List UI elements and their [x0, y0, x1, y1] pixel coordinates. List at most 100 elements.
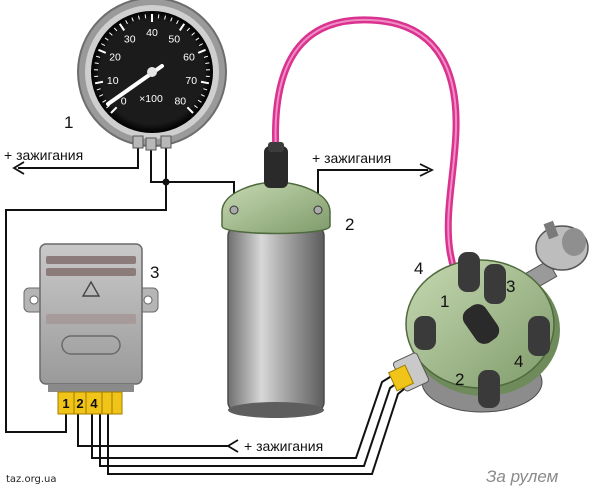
cylinder-label-3: 3 [506, 277, 515, 296]
source-watermark: taz.org.ua [6, 474, 57, 485]
tachometer-tick [96, 55, 101, 58]
callout-1: 1 [64, 113, 73, 132]
tachometer-tick [203, 88, 208, 91]
callout-2: 2 [345, 215, 354, 234]
tachometer-tick [164, 15, 167, 20]
cap-tower-3 [484, 264, 506, 304]
tachometer-tick [194, 105, 198, 109]
tachometer-terminal-1 [132, 135, 144, 149]
tachometer-terminal-3 [160, 135, 172, 149]
tachometer-tick [125, 20, 128, 25]
distributor-connector-plug [387, 364, 415, 392]
tachometer-terminal-2 [145, 137, 157, 151]
tachometer-tick [106, 105, 110, 109]
tachometer-tick [197, 99, 202, 103]
coil-tower [264, 146, 288, 188]
vacuum-chamber-face [562, 228, 586, 256]
tachometer-tick [104, 37, 109, 41]
tachometer-tick [94, 80, 104, 85]
wire-tacho-coil [150, 148, 235, 210]
tachometer-tick [101, 43, 106, 47]
coil-body [227, 225, 325, 413]
connector-pin-4: 4 [90, 396, 98, 411]
ignition-label-left: + зажигания [4, 147, 83, 163]
distributor: 1 3 4 2 [387, 220, 589, 413]
tachometer-tick [200, 80, 210, 85]
tachometer-tick [102, 99, 107, 103]
tachometer-tick [110, 106, 118, 114]
tachometer-scale-label: 10 [107, 75, 119, 87]
coil-tower-boot [268, 142, 284, 152]
tachometer-tick [137, 15, 140, 20]
tachometer-tick [99, 94, 104, 97]
fork-right [419, 163, 435, 177]
tachometer-tick [170, 17, 173, 22]
coil-cap [221, 181, 331, 235]
cap-tower-1 [458, 252, 480, 292]
tachometer-scale-label: 30 [124, 34, 136, 46]
module-base [48, 384, 134, 392]
wire-bundle-3 [107, 383, 411, 475]
tachometer-tick [131, 17, 134, 22]
callout-3: 3 [150, 263, 159, 282]
tachometer-tick [191, 32, 195, 36]
cap-tower-4 [528, 316, 550, 356]
tachometer-tick [118, 23, 126, 31]
wire-loop-left [5, 182, 167, 433]
tachometer-tick [186, 27, 191, 32]
tachometer-tick [109, 32, 113, 36]
cap-center-tower [462, 304, 500, 344]
tachometer-tick [98, 48, 107, 54]
module-hole-left [29, 295, 39, 305]
module-stripe-3 [46, 314, 136, 324]
fork-left [12, 161, 25, 175]
module-hole-right [143, 295, 153, 305]
tachometer-ticks [94, 14, 210, 114]
wire-pin2 [77, 412, 230, 447]
cylinder-label-4: 4 [514, 352, 523, 371]
module-stripe-2 [46, 268, 136, 276]
tachometer-tick [186, 106, 194, 114]
tachometer-tick [197, 48, 206, 54]
module-stripe-1 [46, 256, 136, 264]
wiring [5, 146, 428, 475]
coil-terminal-left [229, 205, 239, 215]
tachometer-tick [205, 62, 210, 65]
module-window [61, 335, 121, 355]
callout-4: 4 [414, 259, 423, 278]
tachometer-tick [96, 88, 101, 91]
tachometer-scale-label: 80 [174, 95, 186, 107]
tachometer-tick [200, 94, 205, 97]
tachometer-hub [147, 67, 157, 77]
brand-logo: За рулем [486, 467, 559, 486]
coil-terminal-right [313, 205, 323, 215]
tachometer-scale-label: 0 [121, 95, 127, 107]
high-voltage-lead-highlight [274, 18, 485, 319]
cylinder-label-2: 2 [455, 370, 464, 389]
tachometer-scale-label: 50 [168, 34, 180, 46]
vacuum-advance [524, 220, 589, 290]
ignition-coil [221, 142, 331, 418]
tachometer-tick [203, 55, 208, 58]
tachometer-tick [113, 27, 118, 32]
cap-tower-side [414, 316, 436, 350]
wire-tacho-ignition [18, 146, 139, 169]
wire-coil-ignition [317, 169, 428, 210]
ignition-label-bottom: + зажигания [244, 438, 323, 454]
ignition-label-right: + зажигания [312, 150, 391, 166]
tachometer-scale-label: 60 [183, 52, 195, 64]
wire-bundle-1 [91, 371, 399, 459]
junction-dot [162, 178, 170, 186]
fork-bottom [226, 439, 239, 453]
wire-ends [12, 161, 435, 453]
tachometer-tick [94, 62, 99, 65]
switch-module: 1 2 4 [23, 243, 159, 415]
tachometer-multiplier: ×100 [139, 93, 163, 105]
tachometer-tick [195, 37, 200, 41]
coil-bottom [228, 402, 324, 418]
tachometer-scale-label: 20 [109, 52, 121, 64]
